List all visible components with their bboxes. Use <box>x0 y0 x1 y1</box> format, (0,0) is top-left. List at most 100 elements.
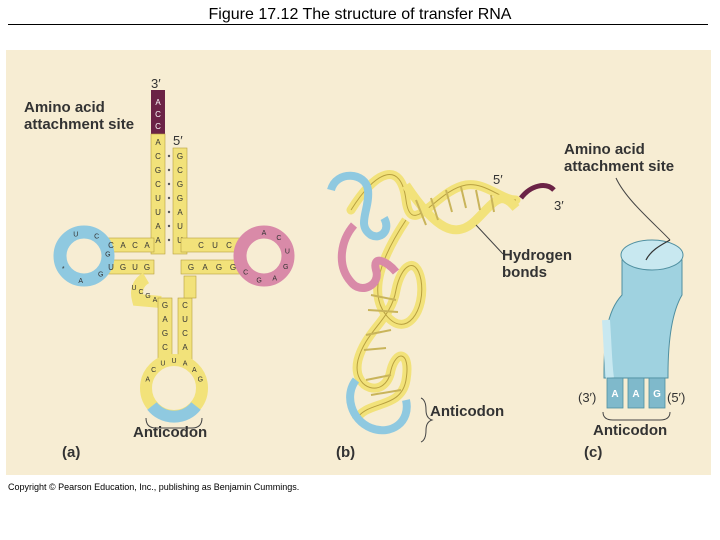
d-top-base: C <box>132 241 138 250</box>
base-rung <box>365 329 392 336</box>
ac-right-base: C <box>182 301 188 310</box>
acceptor-left-base: G <box>155 166 161 175</box>
acceptor-right-base: G <box>177 194 183 203</box>
c-anticodon-label: Anticodon <box>593 422 667 439</box>
trna-figure: Amino acid attachment site 3′ 5′ ACC ACG… <box>24 76 685 461</box>
anticodon-base-2 <box>627 377 645 409</box>
c-attach-pointer <box>615 177 671 241</box>
t-bottom-base: G <box>188 263 194 272</box>
c-anticodon-base: G <box>653 389 661 400</box>
attach-site-mark <box>645 239 671 261</box>
t-loop-base: A <box>262 230 267 237</box>
t-top-base: C <box>226 241 232 250</box>
ribbon-three-prime-tail <box>519 183 556 200</box>
base-pair-dot <box>167 224 171 228</box>
b-panel-label: (b) <box>336 444 355 461</box>
t-top-base: U <box>212 241 218 250</box>
d-top-base: A <box>144 241 150 250</box>
ac-extra-base: A <box>153 297 158 304</box>
t-top-base: C <box>198 241 204 250</box>
ac-extra-base: G <box>145 293 150 300</box>
acceptor-left-base: C <box>155 152 161 161</box>
d-loop-base: G <box>98 271 103 278</box>
c-five-prime: (5′) <box>667 390 685 405</box>
d-top-base: A <box>120 241 126 250</box>
base-rung <box>370 294 397 301</box>
ac-extra-base: U <box>131 285 136 292</box>
trna-cylinder <box>603 259 683 379</box>
acceptor-right-base: C <box>177 166 183 175</box>
d-loop-base: * <box>62 266 65 273</box>
base-pair-dot <box>167 168 171 172</box>
b-three-prime: 3′ <box>554 198 564 213</box>
base-rung <box>490 194 495 213</box>
base-pair-dot <box>167 154 171 158</box>
a-attach-line2: attachment site <box>24 116 134 133</box>
cylinder-top <box>620 239 684 271</box>
d-loop-base: C <box>94 234 99 241</box>
acceptor-right-base: A <box>177 208 183 217</box>
copyright-notice: Copyright © Pearson Education, Inc., pub… <box>8 482 300 492</box>
c-attach-line1: Amino acid <box>564 141 645 158</box>
ac-loop-base: A <box>192 367 197 374</box>
base-pair-dot <box>167 196 171 200</box>
a-anticodon-label: Anticodon <box>133 424 207 441</box>
a-attach-line1: Amino acid <box>24 99 105 116</box>
base-rung <box>365 374 392 381</box>
base-rung <box>475 189 481 211</box>
ac-loop-base: C <box>151 367 156 374</box>
acceptor-right-base: U <box>177 222 183 231</box>
figure-title: Figure 17.12 The structure of transfer R… <box>208 6 512 23</box>
a-panel-label: (a) <box>62 444 80 461</box>
c-panel-label: (c) <box>584 444 602 461</box>
ac-left-base: G <box>162 301 168 310</box>
ac-loop-base: G <box>198 376 203 383</box>
base-pair-dot <box>167 210 171 214</box>
base-rung <box>367 309 399 313</box>
d-loop-base: U <box>73 231 78 238</box>
b-five-prime: 5′ <box>493 172 503 187</box>
ac-right-base: U <box>182 315 188 324</box>
ac-loop-base: U <box>171 358 176 365</box>
anticodon-triplet <box>147 401 201 423</box>
d-loop <box>53 225 115 287</box>
a-anticodon-bracket <box>145 417 203 429</box>
b-anticodon-bracket <box>420 397 434 443</box>
ac-right-base: A <box>182 343 188 352</box>
d-bottom-base: G <box>120 263 126 272</box>
ac-extra-base: C <box>138 289 143 296</box>
tail-base: A <box>155 98 161 107</box>
c-anticodon-base: A <box>611 389 618 400</box>
base-rung <box>445 189 453 213</box>
d-loop-base: G <box>105 251 110 258</box>
title-underline <box>8 24 708 25</box>
acceptor-left-base: C <box>155 180 161 189</box>
base-rung <box>460 186 467 209</box>
a-five-prime: 5′ <box>173 133 183 148</box>
d-loop-base: A <box>78 278 83 285</box>
c-anticodon-base: A <box>632 389 639 400</box>
ac-left-base: G <box>162 329 168 338</box>
hbond-pointer <box>475 224 504 255</box>
t-bottom-base: A <box>202 263 208 272</box>
ac-left-base: A <box>162 315 168 324</box>
ac-loop-base: A <box>183 360 188 367</box>
ribbon-anticodon-stem-edge <box>355 219 423 421</box>
base-rung <box>363 347 387 351</box>
t-loop-base: U <box>285 248 290 255</box>
ribbon-anticodon-loop <box>346 377 411 435</box>
c-anticodon-bracket <box>602 411 671 421</box>
tail-base: C <box>155 122 161 131</box>
ac-loop-base: U <box>160 360 165 367</box>
cylinder-highlight <box>602 319 614 379</box>
b-hbond-line2: bonds <box>502 264 547 281</box>
ac-right-base: C <box>182 329 188 338</box>
b-anticodon-label: Anticodon <box>430 403 504 420</box>
c-three-prime: (3′) <box>578 390 596 405</box>
ribbon-d-loop <box>327 171 391 241</box>
t-bottom-base: G <box>230 263 236 272</box>
acceptor-right-base: G <box>177 152 183 161</box>
t-loop-base: A <box>272 275 277 282</box>
t-loop-base: G <box>256 278 261 285</box>
acceptor-left-base: U <box>155 208 161 217</box>
